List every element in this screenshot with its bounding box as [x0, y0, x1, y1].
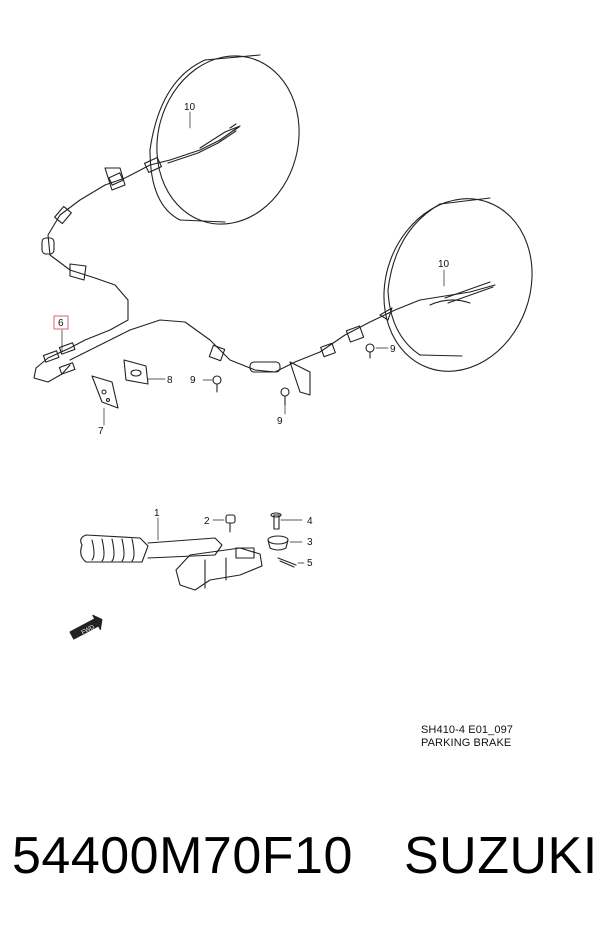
callout-5: 5 [307, 558, 313, 569]
footer-bar [0, 800, 600, 932]
highlight-box [53, 315, 69, 330]
grommet-8 [123, 359, 149, 385]
callout-7: 7 [98, 426, 104, 437]
callout-4: 4 [307, 516, 313, 527]
callout-10-right: 10 [438, 259, 450, 270]
callout-2: 2 [204, 516, 210, 527]
right-cable [69, 281, 496, 396]
diagram-canvas: 10 10 6 7 8 9 9 9 1 2 4 3 5 FWD [33, 54, 533, 640]
callout-9-c: 9 [390, 344, 396, 355]
callout-9-b: 9 [277, 416, 283, 427]
callout-6: 6 [58, 318, 64, 329]
parts-diagram: 10 10 6 7 8 9 9 9 1 2 4 3 5 FWD SH410-4 … [33, 54, 533, 749]
callout-1: 1 [154, 508, 160, 519]
left-tire [149, 54, 300, 225]
bracket-7 [91, 375, 119, 409]
brand-name: SUZUKI [404, 827, 598, 885]
cotter-5 [277, 557, 297, 568]
bolt-icon [365, 343, 375, 359]
parking-brake-lever [80, 534, 263, 591]
fwd-arrow-icon [69, 614, 103, 640]
diagram-code: SH410-4 E01_097 [421, 724, 514, 736]
pin-4 [270, 512, 282, 530]
callout-3: 3 [307, 537, 313, 548]
part-number: 54400M70F10 [12, 827, 353, 885]
boot-3 [267, 535, 289, 551]
bolt-2 [225, 514, 236, 533]
diagram-caption: PARKING BRAKE [421, 737, 512, 749]
callout-9-a: 9 [190, 375, 196, 386]
bolt-icon [280, 387, 290, 406]
callout-8: 8 [167, 375, 173, 386]
left-cable [33, 123, 241, 383]
right-tire [383, 197, 533, 372]
leader-lines [61, 111, 445, 564]
bolt-icon [212, 375, 222, 393]
callout-10-left: 10 [184, 102, 196, 113]
